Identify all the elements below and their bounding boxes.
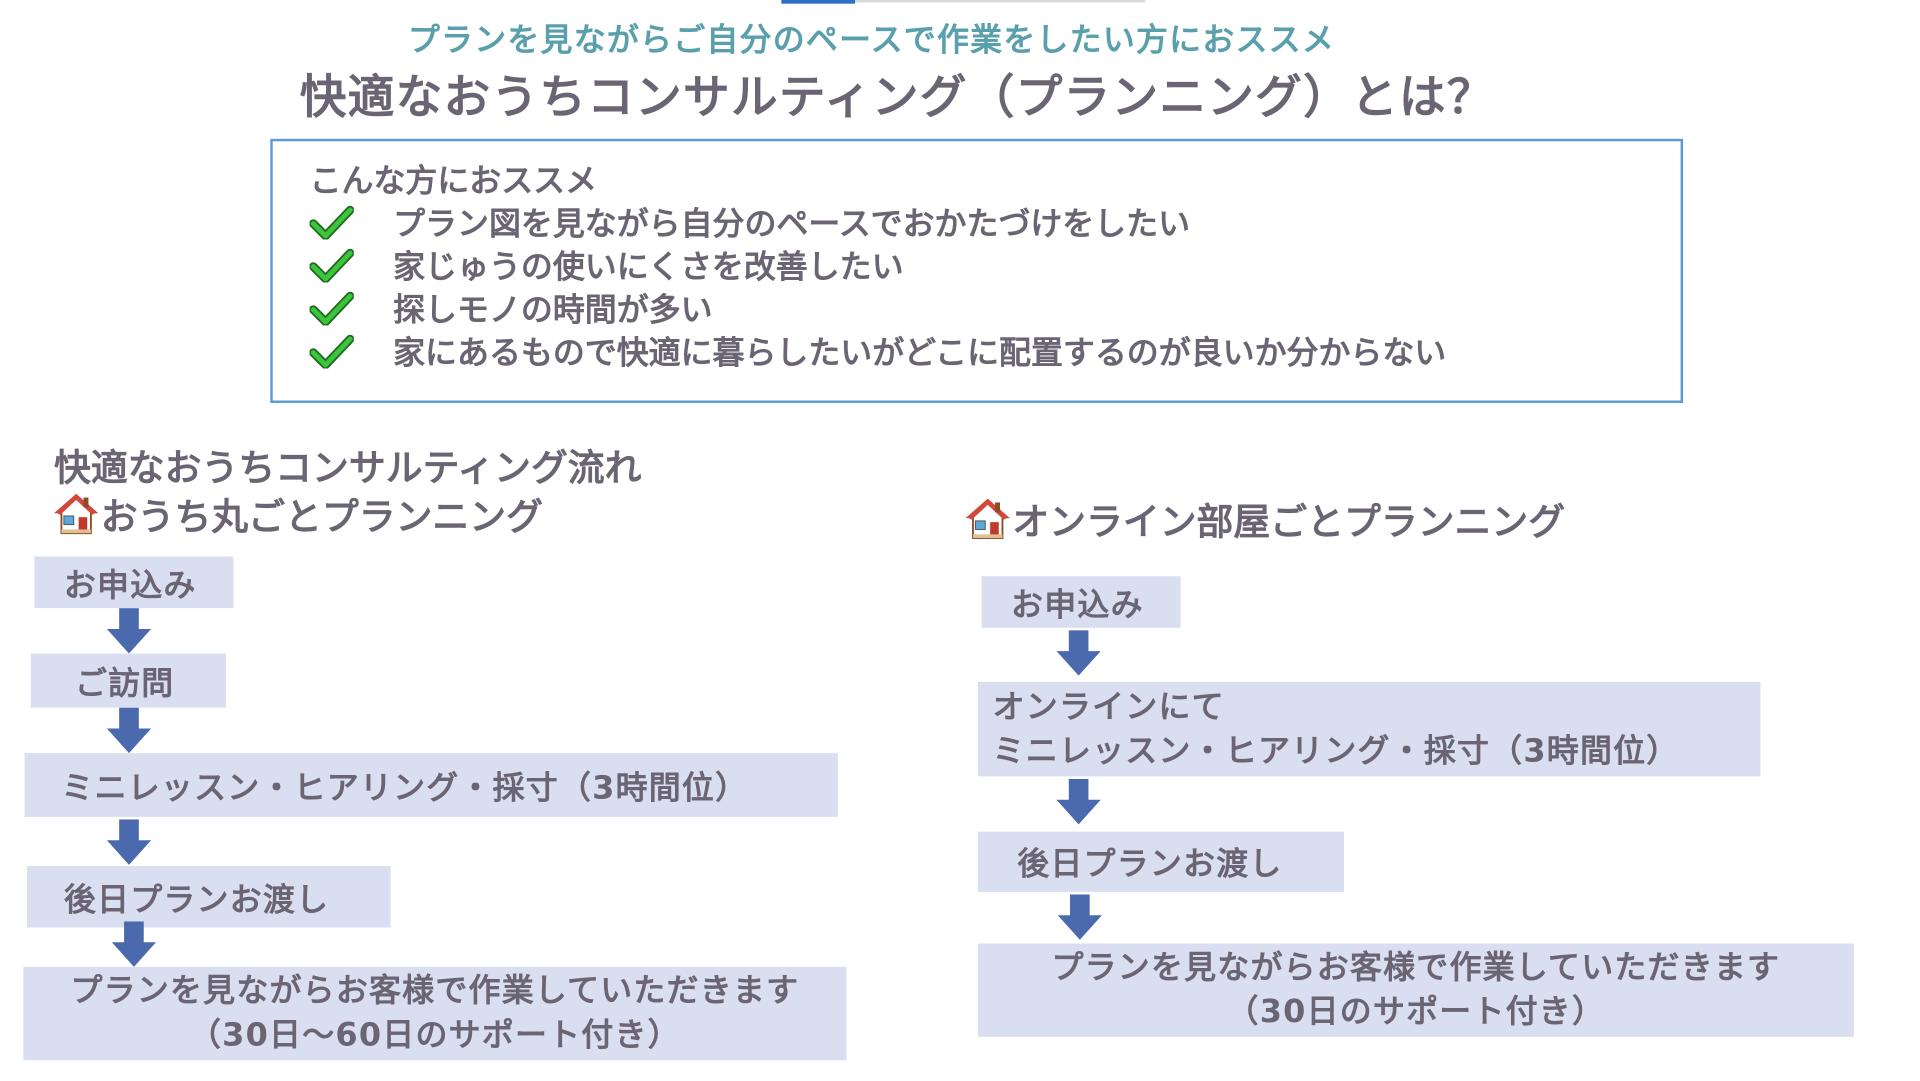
house-icon xyxy=(54,493,99,535)
check-mark-icon xyxy=(309,291,354,325)
recommendation-text: 家にあるもので快適に暮らしたいがどこに配置するのが良いか分からない xyxy=(393,335,1447,373)
arrow-down-icon xyxy=(1056,778,1101,825)
check-mark-icon xyxy=(309,334,354,368)
arrow-down-icon xyxy=(106,608,152,654)
check-mark-icon xyxy=(309,248,354,282)
house-icon xyxy=(965,498,1010,540)
step-apply: お申込み xyxy=(34,556,234,609)
step-customer-work-line2: （30日～60日のサポート付き） xyxy=(188,1017,681,1055)
flow-heading: 快適なおうちコンサルティング流れ xyxy=(54,447,642,491)
arrow-down-icon xyxy=(106,707,152,754)
plan-room-title-text: オンライン部屋ごとプランニング xyxy=(1012,501,1566,545)
list-item: プラン図を見ながら自分のペースでおかたづけをしたい xyxy=(309,200,1447,244)
step-online-lesson-line2: ミニレッスン・ヒアリング・採寸（3時間位） xyxy=(992,732,1680,770)
arrow-down-icon xyxy=(1057,894,1102,940)
recommendation-box: こんな方におススメ プラン図を見ながら自分のペースでおかたづけをしたい 家じゅう… xyxy=(270,138,1684,403)
plan-whole-title: おうち丸ごとプランニング xyxy=(54,486,543,540)
step-customer-work-line1: プランを見ながらお客様で作業していただきます xyxy=(1051,949,1781,987)
top-divider xyxy=(855,0,1145,3)
plan-room-title: オンライン部屋ごとプランニング xyxy=(965,491,1566,545)
recommendation-list: プラン図を見ながら自分のペースでおかたづけをしたい 家じゅうの使いにくさを改善し… xyxy=(309,200,1447,373)
recommendation-text: 家じゅうの使いにくさを改善したい xyxy=(393,249,904,287)
recommendation-text: プラン図を見ながら自分のペースでおかたづけをしたい xyxy=(393,206,1191,244)
step-plan-delivery: 後日プランお渡し xyxy=(977,831,1344,892)
list-item: 探しモノの時間が多い xyxy=(309,286,1447,330)
recommendation-heading: こんな方におススメ xyxy=(309,163,598,201)
step-customer-work-line2: （30日のサポート付き） xyxy=(1226,993,1606,1031)
step-customer-work: プランを見ながらお客様で作業していただきます （30日のサポート付き） xyxy=(977,943,1854,1037)
step-customer-work: プランを見ながらお客様で作業していただきます （30日～60日のサポート付き） xyxy=(23,966,847,1061)
arrow-down-icon xyxy=(1056,630,1101,676)
check-mark-icon xyxy=(309,205,354,239)
arrow-down-icon xyxy=(106,819,152,865)
step-apply: お申込み xyxy=(981,576,1181,628)
list-item: 家じゅうの使いにくさを改善したい xyxy=(309,243,1447,287)
step-customer-work-line1: プランを見ながらお客様で作業していただきます xyxy=(70,972,800,1010)
page-title: 快適なおうちコンサルティング（プランニング）とは？ xyxy=(299,70,1495,125)
page-subtitle: プランを見ながらご自分のペースで作業をしたい方におススメ xyxy=(407,22,1336,59)
step-visit: ご訪問 xyxy=(30,653,227,708)
step-online-lesson-line1: オンラインにて xyxy=(992,688,1225,726)
step-lesson: ミニレッスン・ヒアリング・採寸（3時間位） xyxy=(24,753,838,817)
recommendation-text: 探しモノの時間が多い xyxy=(393,292,713,330)
plan-whole-title-text: おうち丸ごとプランニング xyxy=(100,496,543,540)
step-online-lesson: オンラインにて ミニレッスン・ヒアリング・採寸（3時間位） xyxy=(977,681,1761,777)
arrow-down-icon xyxy=(111,921,157,967)
step-plan-delivery: 後日プランお渡し xyxy=(27,866,391,928)
top-accent-bar xyxy=(781,0,856,4)
list-item: 家にあるもので快適に暮らしたいがどこに配置するのが良いか分からない xyxy=(309,329,1447,373)
